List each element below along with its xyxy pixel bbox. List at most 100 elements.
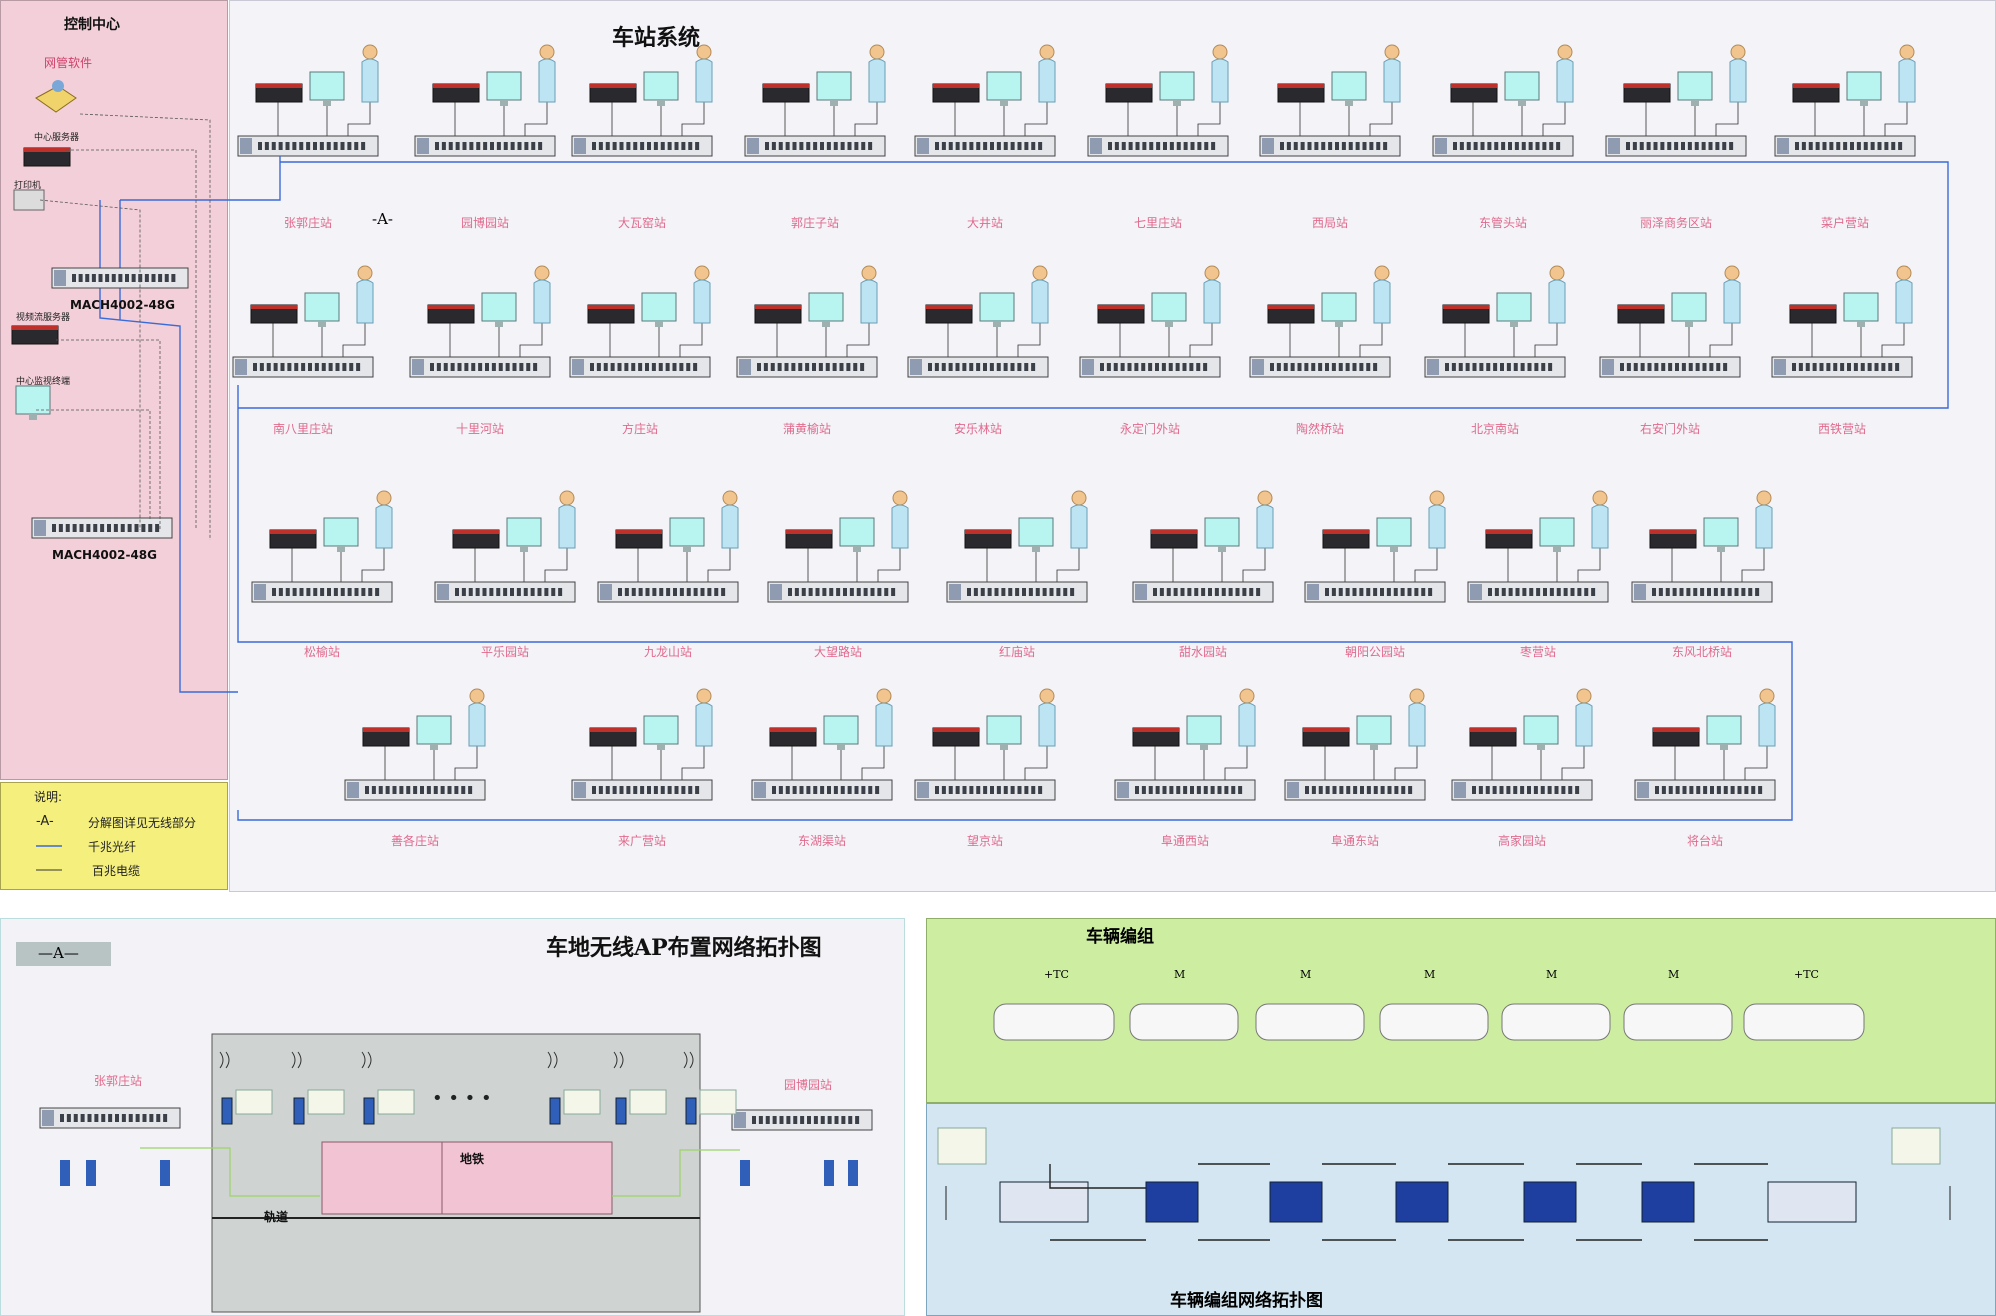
- switch-module: [739, 359, 751, 375]
- station-node: [784, 102, 878, 136]
- switch-port: [280, 363, 285, 371]
- switch-port: [1163, 142, 1167, 150]
- switch-port: [800, 1116, 805, 1124]
- switch-port: [1506, 363, 1511, 371]
- station-node: [1814, 102, 1908, 136]
- switch-port: [891, 588, 896, 596]
- switch-port: [285, 588, 290, 596]
- switch-port: [1488, 588, 1492, 596]
- switch-module: [1427, 359, 1439, 375]
- station-monitor: [309, 71, 345, 106]
- ap-icon: [685, 1097, 697, 1125]
- station-node: [1119, 323, 1213, 357]
- switch-port: [1715, 142, 1720, 150]
- monitor-stand: [1345, 100, 1353, 106]
- switch-port: [969, 142, 974, 150]
- station-node: [637, 548, 731, 582]
- server-stripe: [433, 84, 479, 88]
- switch-port: [1366, 363, 1371, 371]
- station-node: [1344, 548, 1438, 582]
- monitor-stand: [683, 546, 691, 552]
- switch-port: [1203, 363, 1208, 371]
- switch-port: [785, 142, 790, 150]
- station-user-icon: [1373, 265, 1391, 324]
- switch-port: [1407, 588, 1412, 596]
- switch-port: [1238, 786, 1243, 794]
- monitor-stand: [1510, 321, 1518, 327]
- switch-port: [1297, 363, 1302, 371]
- switch-port: [765, 1116, 770, 1124]
- switch-port: [65, 524, 70, 532]
- switch-port: [1321, 142, 1326, 150]
- switch-port: [1543, 588, 1547, 596]
- person-head: [1592, 490, 1608, 506]
- switch-port: [1668, 363, 1673, 371]
- car-label: M: [1424, 968, 1436, 981]
- train-car-icon: [993, 1003, 1115, 1041]
- monitor-stand: [1553, 546, 1561, 552]
- switch-port: [847, 786, 852, 794]
- station-user-icon: [1070, 490, 1088, 549]
- switch-port: [149, 1114, 154, 1122]
- switch-port: [333, 588, 338, 596]
- car-label: +TC: [1044, 968, 1069, 981]
- center-server-icon: [23, 147, 71, 167]
- switch-port: [142, 1114, 147, 1122]
- station-node: [1639, 323, 1733, 357]
- switch-port: [1674, 142, 1679, 150]
- switch-port: [1758, 786, 1763, 794]
- switch-port: [619, 142, 624, 150]
- station-node: [384, 746, 478, 780]
- client-ap-icon: [824, 1160, 834, 1186]
- switch-port: [786, 1116, 791, 1124]
- switch-port: [1373, 363, 1378, 371]
- person-body: [361, 58, 379, 103]
- station-label: 大井站: [966, 216, 1004, 230]
- switch-port: [843, 588, 847, 596]
- switch-port: [618, 588, 622, 596]
- person-head: [1212, 44, 1228, 60]
- wireless-link-line: [612, 1149, 740, 1197]
- switch-port: [171, 274, 176, 282]
- switch-port: [631, 588, 636, 596]
- cable-line: [679, 323, 703, 357]
- switch-port: [1311, 363, 1316, 371]
- switch-port: [841, 1116, 846, 1124]
- switch-port: [134, 524, 139, 532]
- monitor-stand: [1518, 100, 1526, 106]
- station-label: 安乐林站: [953, 422, 1003, 436]
- switch-port: [1153, 588, 1157, 596]
- switch-port: [619, 786, 624, 794]
- switch-port: [1353, 786, 1358, 794]
- station-node: [1491, 746, 1585, 780]
- switch-port: [1063, 588, 1068, 596]
- switch-port: [1166, 588, 1171, 596]
- switch-port: [1591, 588, 1596, 596]
- switch-port: [1187, 588, 1192, 596]
- monitor-stand: [500, 100, 508, 106]
- switch-port: [79, 524, 84, 532]
- switch-port: [969, 786, 974, 794]
- station-monitor: [1496, 292, 1532, 327]
- switch-port: [980, 588, 985, 596]
- switch-port: [1653, 142, 1658, 150]
- station-monitor: [506, 517, 542, 552]
- train-switch-icon: [1395, 1181, 1449, 1223]
- station-switch: [1634, 779, 1776, 801]
- switch-port: [1228, 588, 1233, 596]
- switch-port: [413, 786, 418, 794]
- switch-port: [368, 588, 373, 596]
- printer-icon: [13, 189, 45, 211]
- switch-port: [468, 786, 473, 794]
- switch-port: [792, 786, 797, 794]
- station-label: 红庙站: [998, 645, 1036, 659]
- switch-module: [1634, 584, 1646, 600]
- switch-port: [1709, 363, 1714, 371]
- switch-port: [526, 363, 531, 371]
- switch-port: [612, 142, 617, 150]
- station-label: 西铁营站: [1817, 422, 1867, 436]
- person-head: [892, 490, 908, 506]
- switch-port: [60, 1114, 64, 1122]
- switch-port: [1716, 363, 1721, 371]
